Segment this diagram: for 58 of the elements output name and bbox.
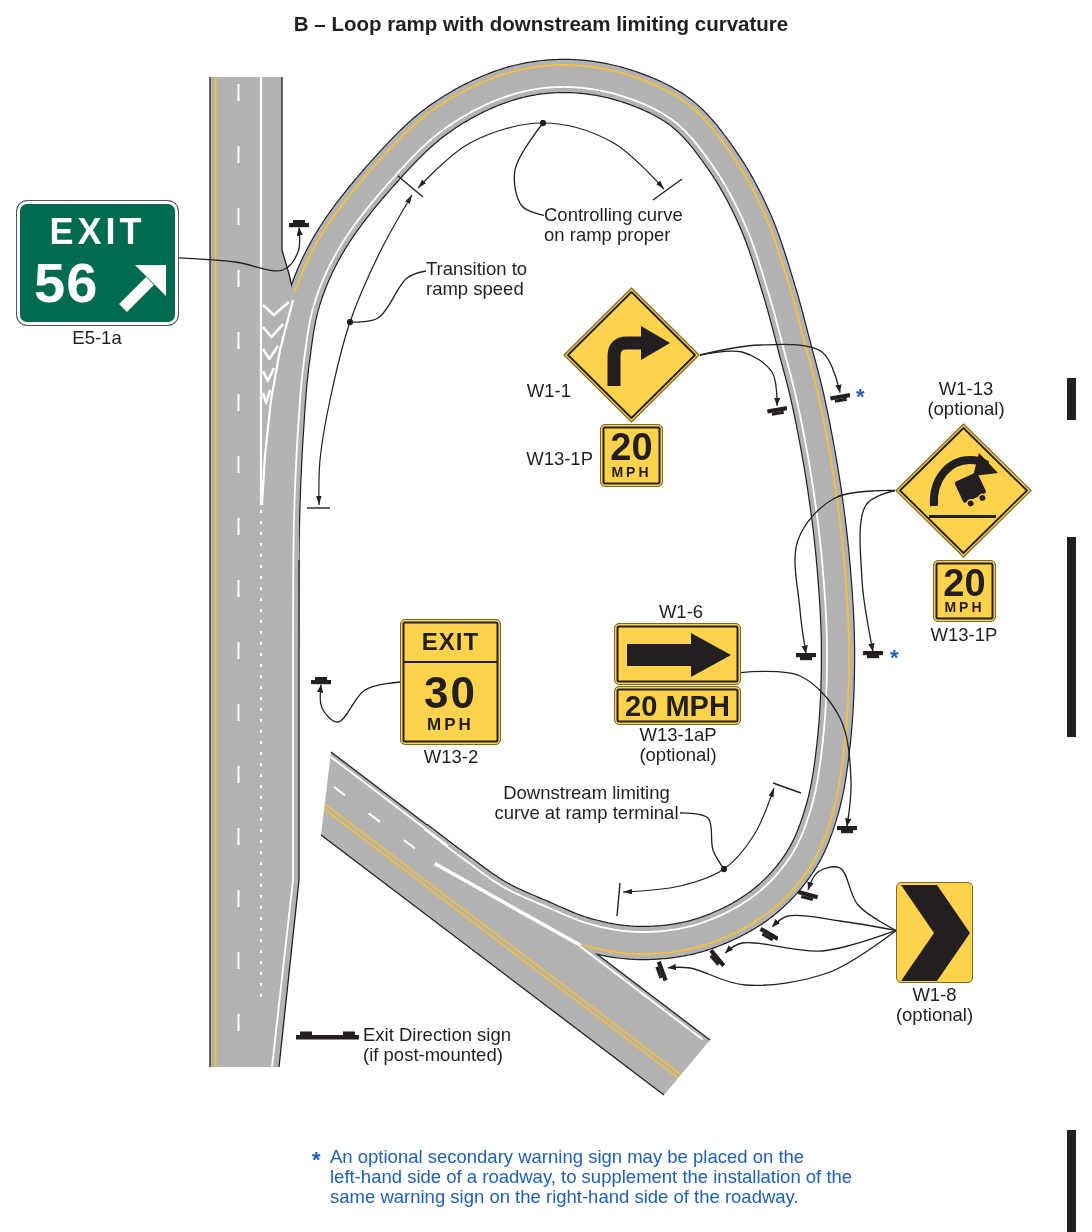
sign-post-icon	[796, 653, 816, 661]
speed-unit: MPH	[427, 716, 474, 733]
leader-arrow	[724, 929, 897, 954]
exit-guide-sign	[16, 200, 179, 326]
footnote-text: An optional secondary warning sign may be placed on the left-hand side of a roadway, to supplement the installation of the same warning sign on the right-hand side of the roadway.	[330, 1147, 854, 1207]
speed-number: 20	[610, 428, 653, 466]
footnote-mark: *	[312, 1148, 321, 1172]
warning-sign	[895, 423, 1032, 558]
leader-arrow	[178, 226, 303, 272]
exit-number: 56	[34, 255, 99, 311]
sign-post-icon	[654, 961, 668, 983]
annotation: Controlling curve on ramp proper	[544, 205, 687, 245]
leader-arrow	[699, 343, 842, 394]
sign-code: W1-6	[658, 602, 704, 622]
sign-code: W13-2	[423, 747, 479, 767]
speed-plaque	[933, 560, 996, 622]
sign-code: W1-1	[526, 381, 571, 401]
asterisk: *	[856, 385, 865, 409]
leader-arrow	[667, 929, 897, 986]
leader-arrow	[859, 489, 896, 653]
sign-post-icon	[829, 392, 851, 404]
exit-speed-sign	[400, 619, 501, 745]
annotation: Downstream limiting curve at ramp terminal	[493, 783, 680, 823]
legend-text: Exit Direction sign (if post-mounted)	[363, 1025, 513, 1065]
leader-arrow	[771, 914, 897, 932]
speed-number: 20	[943, 564, 986, 602]
leader-line	[346, 270, 427, 326]
speed-plaque	[600, 424, 663, 487]
leader-arrow	[316, 681, 401, 723]
annotation: Transition to ramp speed	[426, 259, 532, 299]
sign-text: EXIT	[49, 214, 146, 250]
title: B – Loop ramp with downstream limiting curvature	[293, 12, 789, 36]
speed-unit: MPH	[611, 465, 652, 479]
leader-line	[679, 812, 728, 873]
sign-code: E5-1a	[72, 328, 122, 348]
sign-post-icon	[766, 405, 788, 417]
leader-arrow	[807, 866, 897, 932]
sign-post-icon	[311, 677, 331, 685]
sign-text: EXIT	[421, 630, 480, 654]
sign-post-icon	[706, 949, 726, 969]
sign-code: W1-13 (optional)	[926, 379, 1006, 419]
leader-line	[513, 119, 547, 217]
sign-post-icon	[837, 826, 857, 834]
speed-number: 30	[424, 671, 477, 715]
sign-code: W1-8 (optional)	[894, 985, 975, 1025]
sign-code: W13-1P	[930, 625, 998, 645]
asterisk: *	[890, 646, 899, 670]
warning-sign	[614, 623, 741, 685]
speed-plaque	[614, 686, 741, 725]
sign-code: W13-1P	[526, 449, 593, 469]
leader-arrow	[740, 670, 852, 828]
sign-post-icon	[797, 889, 819, 903]
sign-post-icon	[863, 651, 883, 659]
speed-text: 20 MPH	[625, 692, 730, 721]
speed-unit: MPH	[944, 600, 985, 614]
sign-code: W13-1aP (optional)	[638, 725, 718, 765]
sign-post-icon	[289, 220, 309, 228]
sign-post-icon	[757, 926, 779, 944]
